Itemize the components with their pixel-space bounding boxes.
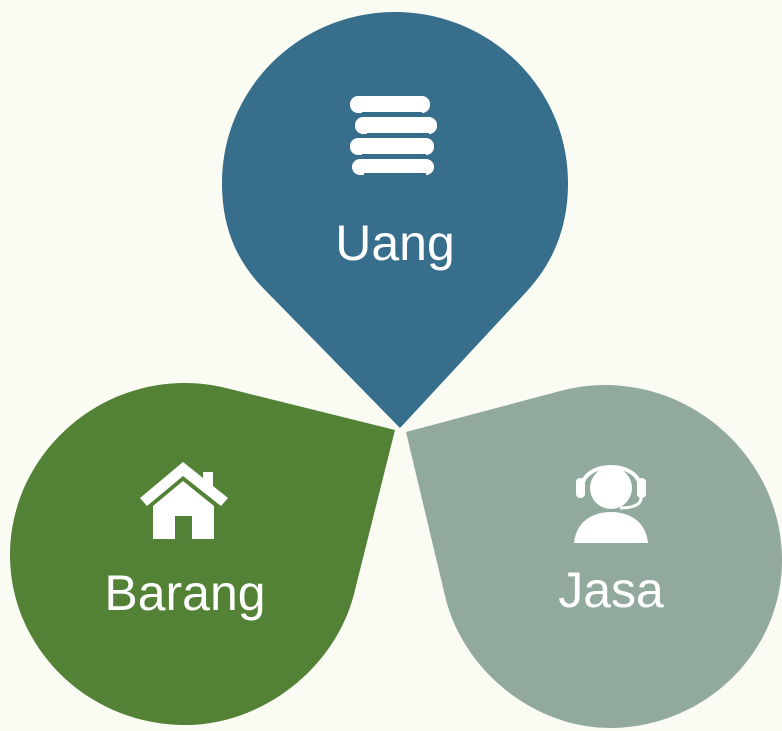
petal-uang: Uang — [222, 12, 568, 428]
label-jasa: Jasa — [558, 562, 664, 618]
petal-jasa: Jasa — [406, 385, 782, 728]
petal-barang: Barang — [10, 383, 395, 725]
petal-barang-shape — [10, 383, 395, 725]
petal-uang-shape — [222, 12, 568, 428]
headset-operator-icon — [574, 465, 648, 543]
label-barang: Barang — [104, 565, 265, 621]
house-icon — [140, 462, 228, 539]
coins-icon — [350, 96, 437, 176]
petal-jasa-shape — [406, 385, 782, 728]
label-uang: Uang — [335, 215, 455, 271]
